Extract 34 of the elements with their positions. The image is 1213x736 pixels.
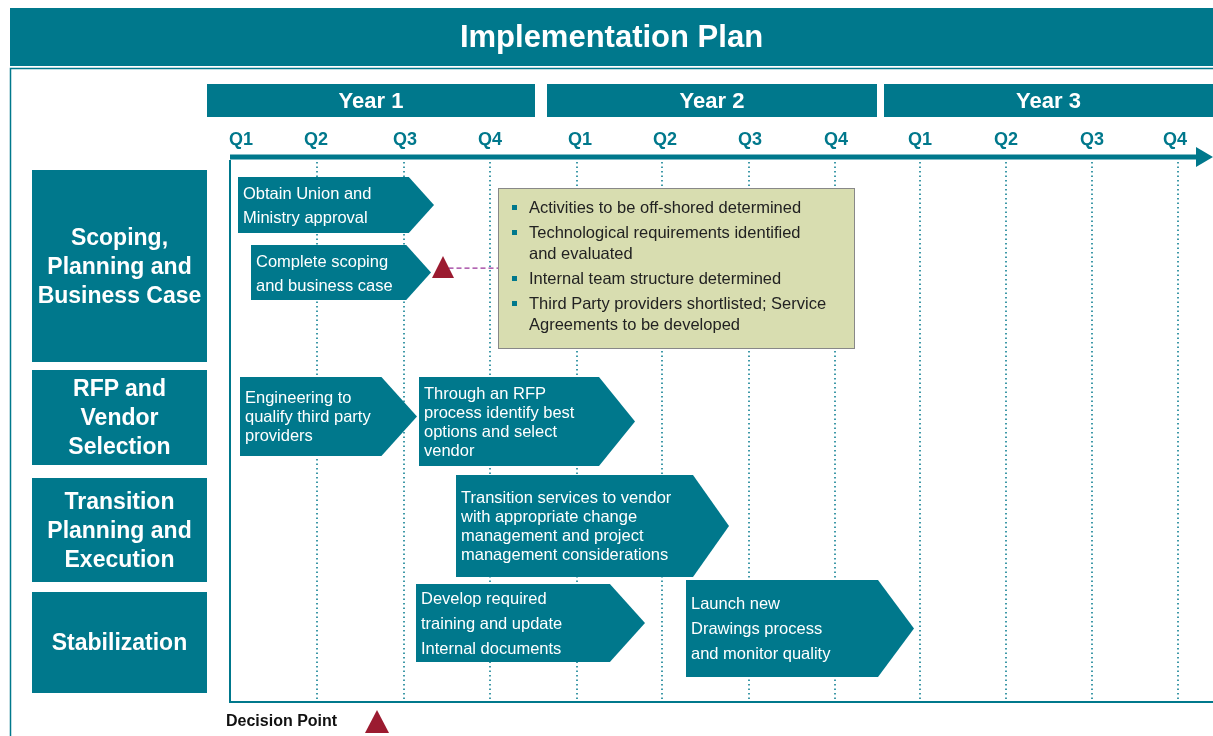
task-bar: Obtain Union and Ministry approval (238, 177, 434, 233)
note-box (498, 188, 855, 349)
bullet-item: Technological requirements identified and evaluated (509, 222, 832, 264)
bullet-item: Activities to be off-shored determined (509, 197, 832, 218)
year-header: Year 2 (547, 84, 877, 117)
bullet-item: Internal team structure determined (509, 268, 832, 289)
quarter-label: Q1 (907, 129, 933, 151)
task-bar: Complete scoping and business case (251, 245, 431, 300)
quarter-label: Q2 (652, 129, 678, 151)
year-header: Year 1 (207, 84, 535, 117)
task-bar: Through an RFP process identify best options and select vendor (419, 377, 635, 466)
task-bar: Engineering to qualify third party providers (240, 377, 417, 456)
task-bar: Develop required training and update Internal documents (416, 584, 645, 662)
quarter-label: Q3 (737, 129, 763, 151)
row-header: RFP and Vendor Selection (32, 370, 207, 465)
task-bar: Transition services to vendor with appropriate change management and project management considerations (456, 475, 729, 577)
row-header: Scoping, Planning and Business Case (32, 170, 207, 362)
quarter-label: Q3 (1079, 129, 1105, 151)
quarter-label: Q4 (823, 129, 849, 151)
year-header: Year 3 (884, 84, 1213, 117)
title-banner: Implementation Plan (10, 8, 1213, 66)
quarter-label: Q1 (228, 129, 254, 151)
quarter-label: Q1 (567, 129, 593, 151)
legend-label: Decision Point (226, 712, 338, 730)
leader-line (447, 267, 499, 269)
bullet-item: Third Party providers shortlisted; Service Agreements to be developed (509, 293, 832, 335)
row-header: Stabilization (32, 592, 207, 693)
quarter-label: Q2 (303, 129, 329, 151)
quarter-label: Q2 (993, 129, 1019, 151)
quarter-label: Q4 (477, 129, 503, 151)
quarter-label: Q3 (392, 129, 418, 151)
quarter-label: Q4 (1162, 129, 1188, 151)
task-bar: Launch new Drawings process and monitor quality (686, 580, 914, 677)
row-header: Transition Planning and Execution (32, 478, 207, 582)
